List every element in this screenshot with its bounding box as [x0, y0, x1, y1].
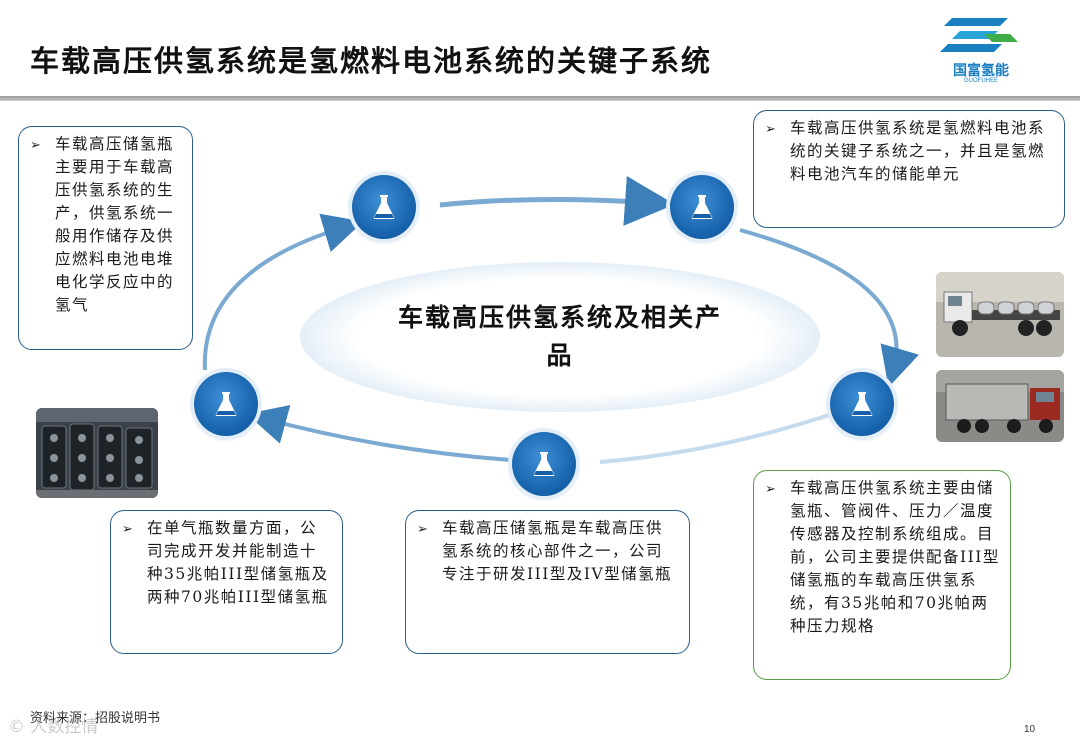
source-footnote: 资料来源：招股说明书 — [30, 711, 161, 726]
bullet-icon: ➢ — [122, 522, 133, 537]
box-top-right: ➢ 车载高压供氢系统是氢燃料电池系统的关键子系统之一，并且是氢燃料电池汽车的储能… — [753, 110, 1065, 228]
center-ellipse: 车载高压供氢系统及相关产品 — [300, 262, 820, 412]
cylinder-rack-photo — [36, 408, 158, 498]
arrow-top — [439, 175, 675, 226]
box-bottom-left-text: 在单气瓶数量方面，公司完成开发并能制造十种35兆帕III型储氢瓶及两种70兆帕I… — [147, 519, 329, 606]
bullet-icon: ➢ — [30, 138, 41, 153]
node-left — [194, 372, 258, 436]
flask-icon — [215, 392, 237, 416]
node-right — [830, 372, 894, 436]
node-top-left — [352, 175, 416, 239]
bullet-icon: ➢ — [417, 522, 428, 537]
company-logo: 国富氢能 GUOFUHEE — [938, 12, 1024, 92]
truck-chassis-photo — [936, 272, 1064, 357]
flask-icon — [691, 195, 713, 219]
box-bottom-left: ➢ 在单气瓶数量方面，公司完成开发并能制造十种35兆帕III型储氢瓶及两种70兆… — [110, 510, 343, 654]
box-bottom-right-text: 车载高压供氢系统主要由储氢瓶、管阀件、压力／温度传感器及控制系统组成。目前，公司… — [790, 479, 1000, 635]
center-label: 车载高压供氢系统及相关产品 — [397, 303, 722, 370]
box-bottom-center-text: 车载高压储氢瓶是车载高压供氢系统的核心部件之一，公司专注于研发III型及IV型储… — [442, 519, 673, 583]
watermark: © 人数控情 — [8, 717, 99, 737]
flask-icon — [851, 392, 873, 416]
box-top-left-text: 车载高压储氢瓶主要用于车载高压供氢系统的生产，供氢系统一般用作储存及供应燃料电池… — [55, 135, 175, 314]
bullet-icon: ➢ — [765, 482, 776, 497]
logo-mark-icon — [940, 18, 1018, 52]
flask-icon — [533, 452, 555, 476]
box-bottom-center: ➢ 车载高压储氢瓶是车载高压供氢系统的核心部件之一，公司专注于研发III型及IV… — [405, 510, 690, 654]
node-bottom — [512, 432, 576, 496]
arrow-bottom-left — [246, 404, 511, 462]
truck-photo — [936, 370, 1064, 442]
arrow-left — [202, 213, 364, 371]
header-divider — [0, 96, 1080, 101]
logo-subtitle: GUOFUHEE — [963, 78, 998, 84]
page-number: 10 — [1024, 724, 1036, 735]
arrow-bottom-right — [599, 410, 839, 464]
logo-name: 国富氢能 — [953, 62, 1009, 78]
box-top-left: ➢ 车载高压储氢瓶主要用于车载高压供氢系统的生产，供氢系统一般用作储存及供应燃料… — [18, 126, 193, 350]
arrow-right — [739, 228, 919, 388]
bullet-icon: ➢ — [765, 122, 776, 137]
box-top-right-text: 车载高压供氢系统是氢燃料电池系统的关键子系统之一，并且是氢燃料电池汽车的储能单元 — [790, 119, 1046, 183]
page-title: 车载高压供氢系统是氢燃料电池系统的关键子系统 — [30, 44, 713, 78]
node-top-right — [670, 175, 734, 239]
box-bottom-right: ➢ 车载高压供氢系统主要由储氢瓶、管阀件、压力／温度传感器及控制系统组成。目前，… — [753, 470, 1011, 680]
flask-icon — [373, 195, 395, 219]
